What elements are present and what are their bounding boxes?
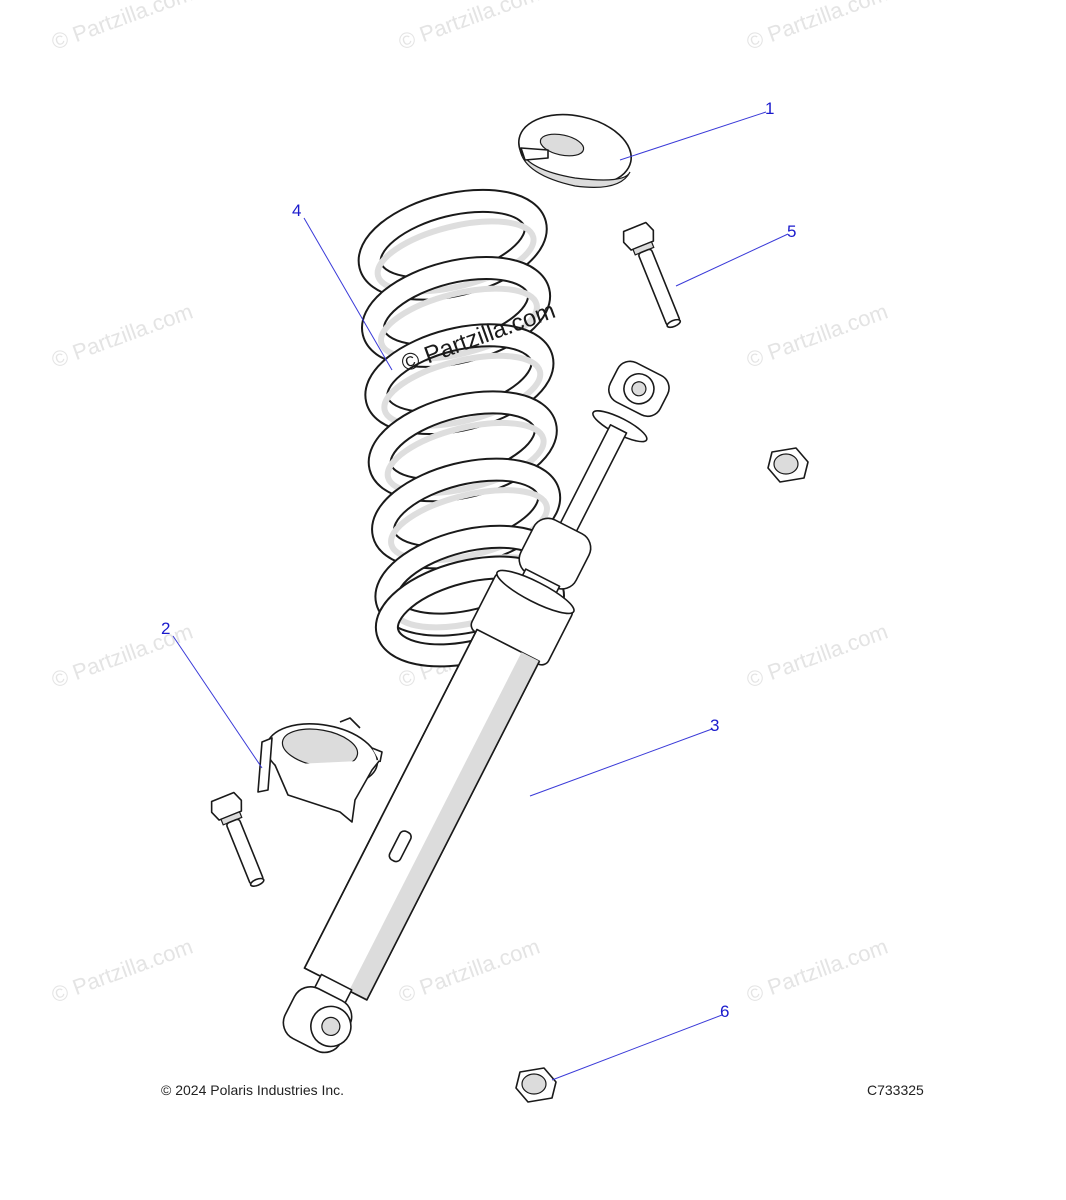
diagram-code: C733325: [867, 1082, 924, 1098]
leader-line-4: [303, 217, 393, 371]
callout-1[interactable]: 1: [765, 99, 774, 118]
callout-4[interactable]: 4: [292, 201, 301, 220]
watermark: © Partzilla.com: [395, 934, 543, 1008]
leader-line-1: [619, 111, 767, 161]
watermark: © Partzilla.com: [48, 934, 196, 1008]
watermark: © Partzilla.com: [48, 299, 196, 373]
leader-line-6: [551, 1014, 723, 1081]
watermark: © Partzilla.com: [48, 619, 196, 693]
copyright-text: © 2024 Polaris Industries Inc.: [161, 1082, 345, 1098]
watermark: © Partzilla.com: [743, 299, 891, 373]
shock-absorber-part-3[interactable]: [266, 350, 687, 1064]
watermark: © Partzilla.com: [743, 0, 891, 55]
watermark: © Partzilla.com: [743, 619, 891, 693]
leader-lines: [172, 111, 789, 1081]
spring-retainer-part-1[interactable]: [512, 105, 638, 195]
leader-line-2: [172, 635, 263, 769]
coil-spring-part-4[interactable]: [291, 185, 632, 670]
watermark: © Partzilla.com: [743, 934, 891, 1008]
bolt-lower[interactable]: [208, 791, 273, 891]
callout-6[interactable]: 6: [720, 1002, 729, 1021]
callout-2[interactable]: 2: [161, 619, 170, 638]
callouts: 1 2 3 4 5 6: [161, 99, 796, 1021]
callout-5[interactable]: 5: [787, 222, 796, 241]
watermark-layer: © Partzilla.com © Partzilla.com © Partzi…: [48, 0, 891, 1008]
bolt-part-5[interactable]: [620, 221, 690, 332]
nut-part-6[interactable]: [515, 1067, 557, 1103]
callout-3[interactable]: 3: [710, 716, 719, 735]
leader-line-5: [675, 233, 789, 287]
nut-upper[interactable]: [767, 447, 809, 483]
leader-line-3: [529, 728, 713, 797]
watermark: © Partzilla.com: [395, 0, 543, 55]
watermark: © Partzilla.com: [48, 0, 196, 55]
spring-seat-part-2[interactable]: [257, 716, 383, 823]
